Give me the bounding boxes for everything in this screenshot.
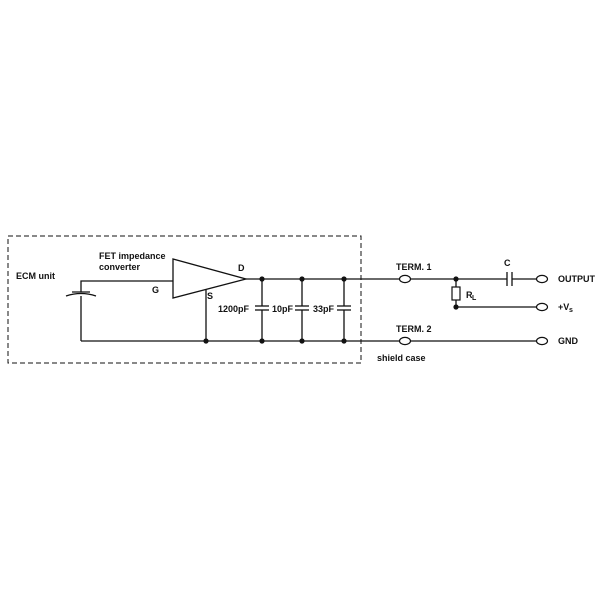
capacitor-10pf (295, 279, 309, 341)
output-label: OUTPUT (558, 274, 596, 284)
fet-label-line1: FET impedance (99, 251, 166, 261)
term2-connector (398, 336, 412, 346)
ecm-enclosure-border (7, 235, 362, 364)
shield-case-label: shield case (377, 353, 426, 363)
output-terminal (535, 274, 549, 284)
supply-terminal (535, 302, 549, 312)
load-resistor-symbol (451, 286, 461, 301)
fet-label-line2: converter (99, 262, 141, 272)
term2-label: TERM. 2 (396, 324, 432, 334)
supply-label-subscript: s (569, 307, 573, 314)
term1-connector (398, 274, 412, 284)
junction-dot (341, 338, 347, 344)
source-pin-label: S (207, 291, 213, 301)
term1-label: TERM. 1 (396, 262, 432, 272)
capacitor-1200pf (255, 279, 269, 341)
junction-dot (299, 276, 305, 282)
ground-label: GND (558, 336, 579, 346)
drain-pin-label: D (238, 263, 245, 273)
capacitor-33pf (337, 279, 351, 341)
supply-label: +V (558, 302, 569, 312)
fet-amplifier-symbol (172, 258, 249, 299)
load-resistor-label: R (466, 290, 473, 300)
ground-terminal (535, 336, 549, 346)
ecm-unit-label: ECM unit (16, 271, 55, 281)
gate-wire (80, 280, 173, 292)
capacitor-1200pf-label: 1200pF (218, 304, 250, 314)
junction-dot (259, 276, 265, 282)
gate-pin-label: G (152, 285, 159, 295)
coupling-cap-label: C (504, 258, 511, 268)
junction-dot (203, 338, 209, 344)
junction-dot (341, 276, 347, 282)
junction-dot (299, 338, 305, 344)
capacitor-33pf-label: 33pF (313, 304, 335, 314)
load-resistor-subscript: L (472, 295, 477, 302)
junction-dot (259, 338, 265, 344)
capacitor-10pf-label: 10pF (272, 304, 294, 314)
ecm-capsule-symbol (65, 292, 97, 297)
